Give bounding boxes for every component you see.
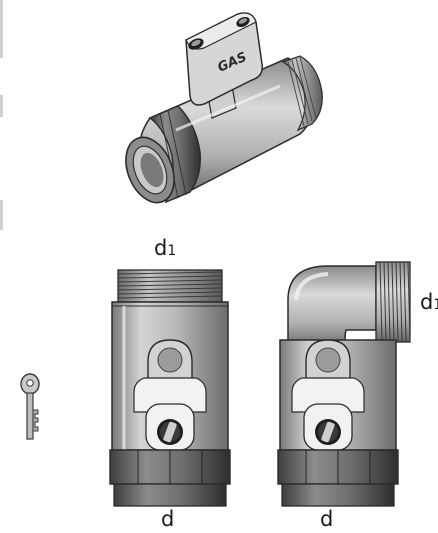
edge-mark-mid xyxy=(0,95,3,117)
label-d-straight: d xyxy=(161,507,175,531)
key-icon xyxy=(20,373,40,440)
edge-mark-low xyxy=(0,200,3,230)
straight-valve-front-view xyxy=(109,269,231,507)
valve-3d-right-thread xyxy=(281,55,323,132)
label-d1-straight-base: d xyxy=(154,236,168,260)
valve-3d-view: GAS xyxy=(125,12,323,204)
label-d-angle: d xyxy=(320,507,334,531)
label-d1-straight: d1 xyxy=(154,236,176,260)
label-d1-straight-sub: 1 xyxy=(167,243,177,259)
valve-3d-nut xyxy=(148,105,201,204)
label-d1-angle-sub: 1 xyxy=(433,297,438,313)
angle-valve-elbow xyxy=(287,265,377,349)
angle-valve-front-view xyxy=(277,261,411,507)
label-d1-angle-base: d xyxy=(420,290,434,314)
edge-mark-top xyxy=(0,0,3,58)
label-d1-angle: d1 xyxy=(420,290,438,314)
